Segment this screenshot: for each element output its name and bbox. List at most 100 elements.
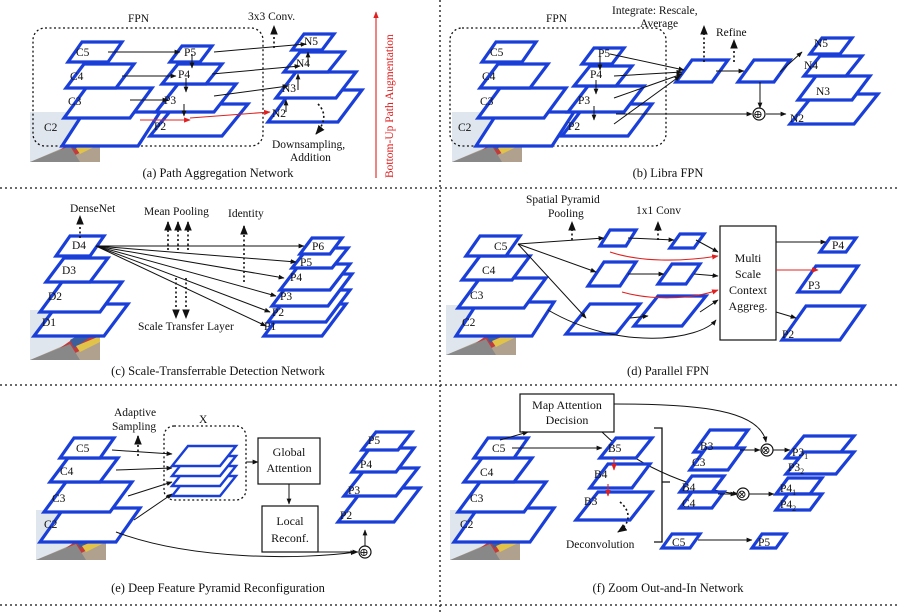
c4-label: C4 [480, 467, 494, 479]
p3-plane [152, 82, 240, 114]
sampling-label: Sampling [112, 421, 156, 433]
integrate-label: Integrate: Rescale, [612, 5, 698, 17]
local-label: Local [276, 514, 304, 528]
p5-label: P5 [300, 257, 312, 269]
p2-label: P2 [568, 121, 580, 133]
d4-plane [52, 234, 108, 258]
integrated-plane [672, 58, 732, 84]
b4-label: B4 [594, 469, 608, 481]
n4-plane [800, 54, 866, 78]
c5-plane [56, 436, 118, 460]
n4-label: N4 [804, 60, 818, 72]
spp-mid-1 [585, 260, 639, 288]
p4-label: P4 [832, 240, 844, 252]
p6-plane [296, 236, 346, 256]
b3-label: B3 [584, 496, 598, 508]
n3-plane [794, 74, 874, 102]
p4-plane [158, 62, 226, 86]
p3-label: P3 [348, 485, 360, 497]
n4-plane [280, 50, 348, 74]
map-attention-label: Map Attention [532, 398, 602, 412]
deconvolution-label: Deconvolution [566, 539, 635, 551]
b4-plane [586, 462, 654, 490]
fpn-region [449, 27, 667, 147]
map-attention-box [519, 393, 615, 433]
n5-plane [806, 36, 856, 56]
add-symbol: ⊕ [359, 547, 369, 559]
panel-e-deep-feature-reconfig: C5 C4 C3 C2 X Adaptive Sampling Global A… [36, 407, 424, 595]
caption-f: (f) Zoom Out-and-In Network [593, 581, 745, 595]
c3-label: C3 [470, 290, 484, 302]
scale-transfer-label: Scale Transfer Layer [138, 321, 234, 333]
identity-label: Identity [228, 208, 264, 220]
p1-label: P1 [264, 321, 276, 333]
c3-plane [60, 86, 156, 120]
d1-label: D1 [42, 317, 56, 329]
caption-a: (a) Path Aggregation Network [142, 166, 294, 180]
p4-label: P4 [290, 272, 302, 284]
c3-label: C3 [68, 96, 82, 108]
p5-plane [578, 46, 628, 66]
decision-label: Decision [546, 413, 589, 427]
c3-plane [454, 480, 550, 514]
spp-small-2 [666, 232, 708, 250]
c2-label: C2 [458, 122, 472, 134]
c3-label: C3 [480, 96, 494, 108]
b5-plane [596, 436, 656, 460]
panel-f-zoom-out-in: C5 C4 C3 C2 Map Attention Decision B5 B4… [450, 393, 858, 595]
p3-label: P3 [808, 280, 820, 292]
c5-plane [462, 234, 524, 258]
grouping-bracket [654, 427, 670, 543]
p4-plane [348, 446, 418, 474]
panel-a-path-aggregation: FPN C5 C4 C3 C2 P5 P4 P3 P2 N5 N4 N3 N2 [30, 11, 396, 180]
addition-label: Addition [290, 152, 331, 164]
adaptive-label: Adaptive [114, 407, 156, 419]
n5-label: N5 [304, 36, 318, 48]
panel-d-parallel-fpn: C5 C4 C3 C2 Multi Scale Context Aggreg. … [446, 194, 868, 378]
c5-small-plane [658, 532, 704, 550]
b3c3-top-label: B3 [700, 441, 714, 453]
p4-plane [816, 236, 860, 254]
x-label: X [199, 414, 208, 426]
c5-plane [64, 40, 126, 64]
x-plane-1 [169, 444, 239, 468]
msca-line4: Aggreg. [729, 299, 768, 313]
attention-label: Attention [266, 461, 311, 475]
b5-label: B5 [608, 443, 622, 455]
mean-pooling-label: Mean Pooling [144, 206, 209, 218]
c5-label: C5 [490, 47, 504, 59]
p2-label: P2 [272, 307, 284, 319]
p3-label: P3 [578, 95, 590, 107]
c2-plane [450, 506, 558, 544]
p5-label: P5 [598, 48, 610, 60]
c4-plane [458, 254, 534, 282]
average-label: Average [640, 18, 678, 30]
p4-label: P4 [590, 69, 602, 81]
p2-label: P2 [782, 329, 794, 341]
c5-small-label: C5 [672, 537, 686, 549]
add-operator [752, 107, 766, 121]
d3-label: D3 [62, 265, 76, 277]
b4c4-bot-plane [676, 490, 728, 510]
n3-label: N3 [282, 83, 296, 95]
msca-box [719, 225, 777, 341]
msca-line3: Context [729, 283, 768, 297]
n3-label: N3 [816, 86, 830, 98]
transfer-arrows [95, 243, 305, 327]
c5-label: C5 [492, 443, 506, 455]
fpn-region [32, 27, 264, 147]
c3-plane [454, 276, 550, 310]
spp-small-1 [597, 228, 639, 248]
caption-d: (d) Parallel FPN [627, 364, 709, 378]
c2-label: C2 [460, 519, 474, 531]
p3-label: P3 [164, 95, 176, 107]
p5-label: P5 [184, 47, 196, 59]
c4-label: C4 [482, 71, 496, 83]
refined-plane [734, 58, 794, 84]
c3-label: C3 [52, 493, 66, 505]
msca-line1: Multi [735, 251, 762, 265]
c4-label: C4 [70, 71, 84, 83]
add-symbol: ⊕ [753, 109, 763, 121]
